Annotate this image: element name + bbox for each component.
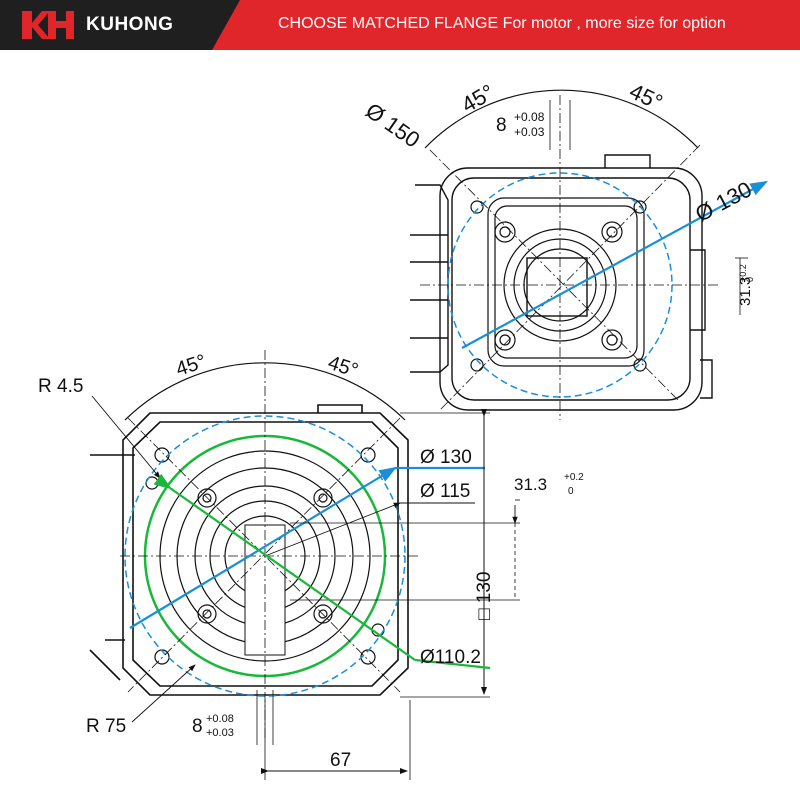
front-radius-label: R 75 (86, 716, 126, 737)
header-tagline: CHOOSE MATCHED FLANGE For motor , more s… (278, 15, 726, 32)
header-red-banner (212, 0, 800, 50)
front-angle-right: 45° (325, 352, 361, 382)
front-key-height: 31.3 (514, 475, 547, 494)
top-view-flange (470, 197, 647, 372)
front-green-dia-label: Ø110.2 (420, 647, 481, 668)
top-key-tol-lower: +0.03 (514, 125, 545, 139)
top-angle-arc (424, 89, 699, 149)
top-key-tol-upper: +0.08 (514, 110, 545, 124)
kuhong-logo-icon (22, 11, 74, 39)
front-angle-arc (124, 362, 406, 421)
top-angle-right: 45° (626, 78, 667, 115)
top-view-housing (410, 154, 713, 411)
top-pilot-dim-line (461, 180, 768, 349)
front-green-dim-line (153, 473, 416, 661)
front-key-tol-upper: +0.08 (206, 713, 234, 725)
front-offset-label: 67 (330, 750, 351, 771)
top-view: 45° 45° 8 +0.08 +0.03 Ø 150 Ø 130 31.3 +… (361, 78, 768, 420)
front-bolt-holes (145, 447, 385, 665)
flange-drawing: 45° 45° 8 +0.08 +0.03 Ø 150 Ø 130 31.3 +… (38, 78, 768, 780)
top-key-height: 31.3 (737, 277, 754, 306)
front-square-size: □ 130 (474, 572, 495, 620)
top-angle-left: 45° (457, 79, 498, 117)
front-key-width: 8 (192, 716, 203, 737)
top-key-height-tol-lower: 0 (745, 277, 755, 282)
top-centerlines (420, 95, 720, 420)
front-shaft-dia-label: Ø 115 (420, 481, 470, 502)
front-key-height-tol-lower: 0 (568, 486, 574, 497)
top-pilot-dia-label: Ø 130 (691, 177, 756, 227)
front-pilot-dim-line (129, 466, 397, 629)
front-angle-left: 45° (173, 351, 209, 381)
front-flange-body (89, 404, 409, 696)
header-bar: KUHONG CHOOSE MATCHED FLANGE For motor ,… (0, 0, 800, 50)
top-bolt-circle-label: Ø 150 (361, 98, 424, 153)
brand-name: KUHONG (86, 14, 174, 35)
front-key-height-tol-upper: +0.2 (564, 472, 584, 483)
front-key-tol-lower: +0.03 (206, 727, 234, 739)
top-key-height-tol-upper: +0.2 (738, 264, 748, 282)
front-corner-radius: R 4.5 (38, 376, 83, 397)
front-view: 45° 45° R 4.5 Ø 130 Ø 115 31.3 +0.2 0 □ … (38, 350, 584, 780)
front-pilot-dia-label: Ø 130 (420, 447, 472, 468)
top-key-width: 8 (496, 115, 507, 136)
